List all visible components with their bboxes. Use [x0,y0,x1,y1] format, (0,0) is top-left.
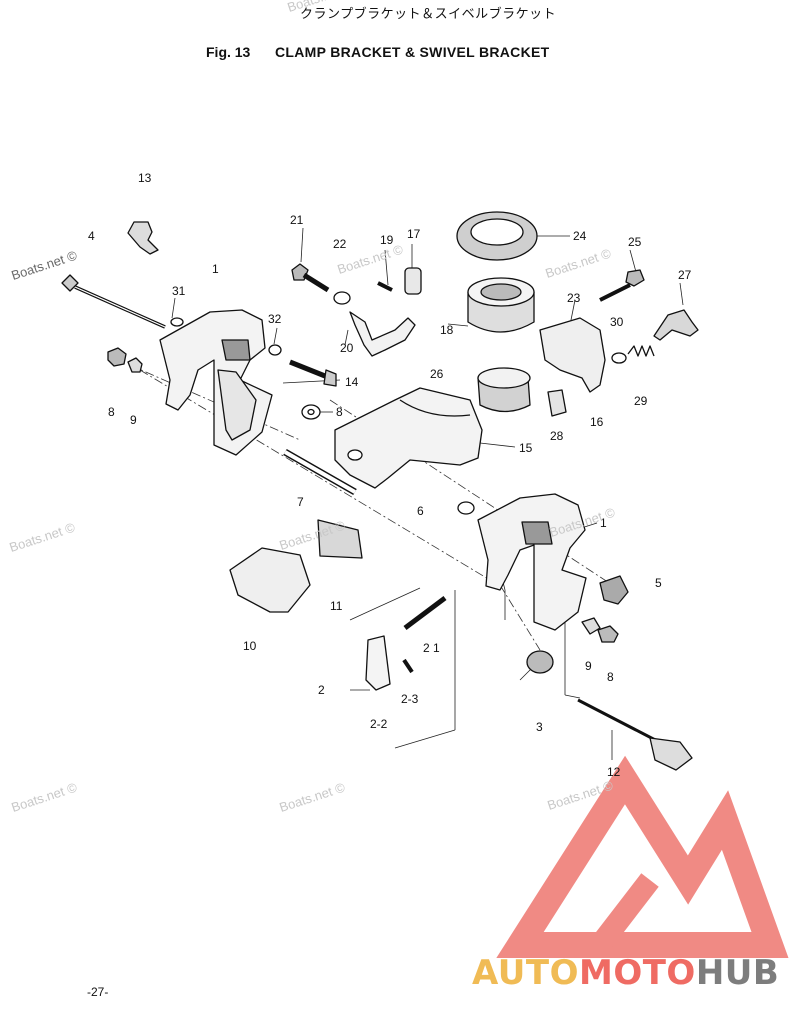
callout-1-right: 1 [600,516,607,530]
logo-part-auto: AUTO [472,953,579,993]
callout-17: 17 [407,227,421,241]
callout-8-mid: 8 [336,405,343,419]
callout-2-1: 2 1 [423,641,440,655]
callout-21: 21 [290,213,304,227]
callout-2-3: 2-3 [401,692,419,706]
callout-28: 28 [550,429,564,443]
callout-19: 19 [380,233,394,247]
callout-9-right: 9 [585,659,592,673]
callout-4: 4 [88,229,95,243]
callout-14: 14 [345,375,359,389]
part-13-cap [127,221,159,255]
logo-part-hub: HUB [695,953,780,993]
figure-title: CLAMP BRACKET & SWIVEL BRACKET [275,44,550,60]
callout-32: 32 [268,312,282,326]
automotohub-logo-text: AUTOMOTOHUB [472,953,779,993]
page-number: -27- [87,985,109,999]
parts [61,211,699,771]
callout-29: 29 [634,394,648,408]
figure-number: Fig. 13 [206,44,251,60]
callout-10: 10 [243,639,257,653]
callout-2-2: 2-2 [370,717,388,731]
callout-5: 5 [655,576,662,590]
logo-part-moto: MOTO [578,953,696,993]
callout-27: 27 [678,268,692,282]
callouts: 13 4 1 31 8 9 21 22 19 17 32 20 14 8 24 … [88,171,692,779]
title-japanese: クランプブラケット＆スイベルブラケット [300,7,557,22]
callout-20: 20 [340,341,354,355]
callout-13: 13 [138,171,152,185]
callout-12: 12 [607,765,621,779]
logo-mark [496,755,789,958]
callout-30: 30 [610,315,624,329]
callout-9-left: 9 [130,413,137,427]
callout-25: 25 [628,235,642,249]
callout-3: 3 [536,720,543,734]
callout-31: 31 [172,284,186,298]
callout-2: 2 [318,683,325,697]
callout-15: 15 [519,441,533,455]
callout-23: 23 [567,291,581,305]
callout-24: 24 [573,229,587,243]
callout-6: 6 [417,504,424,518]
callout-8-right: 8 [607,670,614,684]
callout-1-left: 1 [212,262,219,276]
callout-7: 7 [297,495,304,509]
callout-18: 18 [440,323,454,337]
callout-8-left: 8 [108,405,115,419]
callout-26: 26 [430,367,444,381]
callout-16: 16 [590,415,604,429]
callout-11: 11 [330,599,343,613]
callout-22: 22 [333,237,347,251]
